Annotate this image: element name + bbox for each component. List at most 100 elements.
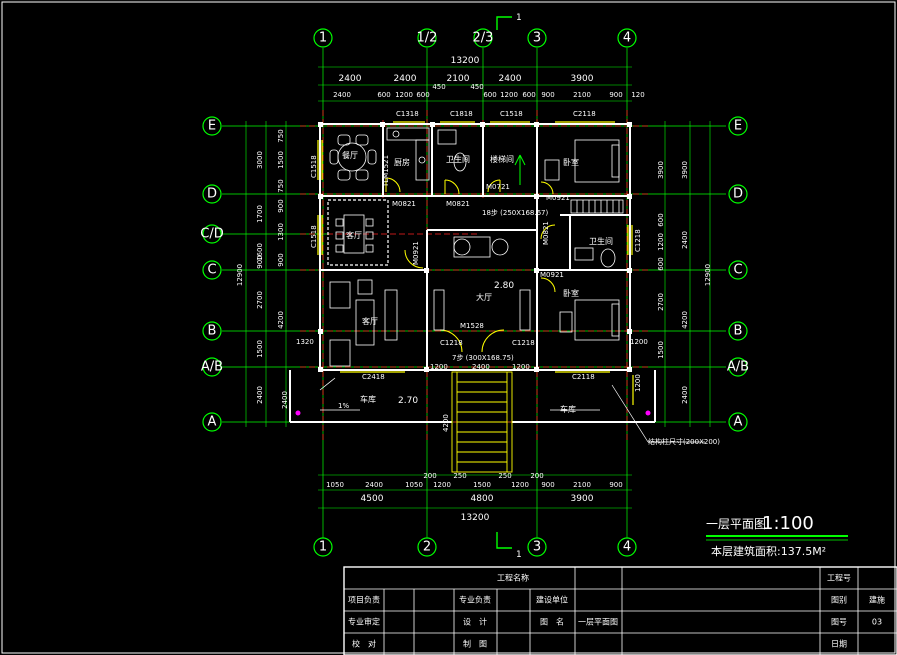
- axis-right-1-circle: [728, 184, 748, 204]
- axis-top-0: 1: [319, 31, 327, 46]
- level-1: 2.80: [494, 281, 514, 291]
- title-block-row2-9: 建施: [869, 595, 885, 605]
- stair-stairwell: [514, 154, 526, 185]
- axis-top-2-circle: [473, 28, 493, 48]
- dim-top-r2-8: 600: [522, 91, 535, 99]
- window-label-0: C1518: [310, 155, 318, 178]
- marker-left: [295, 410, 301, 416]
- dim-right-r2-4: 2700: [657, 293, 665, 311]
- axis-left-5-circle: [202, 357, 222, 377]
- hall-dim-2: 1200: [430, 363, 448, 371]
- column-markers: [318, 122, 632, 372]
- title-block: 工程名称工程号项目负责专业负责建设单位图别建施专业审定设 计图 名一层平面图图号…: [343, 566, 897, 655]
- axis-right-3-circle: [728, 321, 748, 341]
- hall-dim: 2400: [472, 363, 490, 371]
- axis-left-6-circle: [202, 412, 222, 432]
- dim-top-r2-1: 600: [377, 91, 390, 99]
- dim-left-r2-5: 900: [277, 253, 285, 266]
- room-label-4: 卧室: [563, 157, 579, 167]
- door-label-6: M0921: [412, 241, 420, 265]
- axis-top-2: 2/3: [473, 31, 494, 46]
- title-block-row4-8: 日期: [831, 640, 847, 649]
- dim-bot-r1-1: 4800: [471, 494, 494, 504]
- dim-left-r1-6: 2400: [256, 386, 264, 404]
- dim-bot-r2-0: 1050: [326, 481, 344, 489]
- room-label-8: 卫生间: [589, 236, 613, 246]
- door-label-4: M0921: [546, 194, 570, 202]
- axis-left-3-circle: [202, 260, 222, 280]
- window-label-10: C1218: [512, 339, 535, 347]
- axis-top-0-circle: [313, 28, 333, 48]
- dim-left-r1-4: 2700: [256, 291, 264, 309]
- title-block-row1-4: 工程名称: [497, 573, 529, 583]
- axis-right-5: A: [734, 415, 743, 430]
- axis-right-4: A/B: [727, 360, 749, 375]
- dim-left-r2-6: 4200: [277, 311, 285, 329]
- dim-left-r2-4: 1300: [277, 223, 285, 241]
- axis-right-1: D: [733, 187, 743, 202]
- dim-top-r2-0: 2400: [333, 91, 351, 99]
- dim-left-r2-1: 1500: [277, 151, 285, 169]
- dim-top-r2-10: 2100: [573, 91, 591, 99]
- dim-bot-small-1: 200: [530, 472, 543, 480]
- side-dim-2: 1200: [630, 338, 648, 346]
- dim-left-total: 12900: [236, 264, 244, 286]
- marker-right: [645, 410, 651, 416]
- drawing-title: 一层平面图: [706, 517, 766, 531]
- axis-bottom-1-circle: [417, 537, 437, 557]
- dim-bot-r1-0: 4500: [361, 494, 384, 504]
- window-label-8: C2418: [362, 373, 385, 381]
- dim-bot-r1-2: 3900: [571, 494, 594, 504]
- dim-top-r1-3: 2400: [499, 74, 522, 84]
- section-mark-top: 1: [516, 13, 522, 23]
- hall-dim-3: 1200: [512, 363, 530, 371]
- dim-top-r2-12: 120: [631, 91, 644, 99]
- dim-left-r1-1: 1700: [256, 205, 264, 223]
- axis-right-0-circle: [728, 116, 748, 136]
- axis-right-5-circle: [728, 412, 748, 432]
- dim-right-r2-3: 600: [657, 257, 665, 270]
- title-block-row2-0: 项目负责: [348, 595, 380, 605]
- dim-right-r1-0: 3900: [681, 161, 689, 179]
- window-label-2: C1318: [396, 110, 419, 118]
- door-label-0: TLM1521: [382, 155, 390, 188]
- dim-top-r1-0: 2400: [339, 74, 362, 84]
- axis-left-0-circle: [202, 116, 222, 136]
- title-block-row1-8: 工程号: [827, 574, 851, 583]
- window-label-3: C1818: [450, 110, 473, 118]
- axis-left-4-circle: [202, 321, 222, 341]
- door-label-3: M0721: [486, 183, 510, 191]
- room-label-0: 餐厅: [342, 151, 358, 160]
- slope-label: 1%: [338, 402, 349, 410]
- slope-arrows: [319, 377, 600, 411]
- axis-left-2: C/D: [200, 227, 223, 242]
- room-label-3: 楼梯间: [490, 154, 514, 164]
- axis-bottom-0-circle: [313, 537, 333, 557]
- dim-right-r2-5: 1500: [657, 341, 665, 359]
- side-dim: 1320: [296, 338, 314, 346]
- window-label-9: C2118: [572, 373, 595, 381]
- dim-left-r2-2: 750: [277, 179, 285, 192]
- annotation-text: 1 1 13200 2400 2400 2100 2400 3900 2400 …: [236, 13, 826, 560]
- door-label-2: M0821: [446, 200, 470, 208]
- stair-note: 18步 (250X168.67): [482, 209, 549, 217]
- title-block-row2-5: 建设单位: [536, 595, 568, 605]
- dim-top-r2-9: 900: [541, 91, 554, 99]
- dim-top-r2-11: 900: [609, 91, 622, 99]
- column-leader: [611, 384, 705, 443]
- axis-left-5: A/B: [201, 360, 223, 375]
- dim-bot-r2-10: 900: [609, 481, 622, 489]
- axis-top-1: 1/2: [417, 31, 438, 46]
- dim-bot-r2-1: 2400: [365, 481, 383, 489]
- dim-right-r2-1: 600: [657, 213, 665, 226]
- stair-note-2: 7步 (300X168.75): [452, 354, 514, 362]
- axis-top-3: 3: [533, 31, 541, 46]
- axis-left-6: A: [208, 415, 217, 430]
- dim-bot-r2-2: 1050: [405, 481, 423, 489]
- title-block-row4-3: 制 图: [463, 639, 487, 649]
- level-2: 2.70: [398, 396, 418, 406]
- axis-left-0: E: [208, 119, 216, 134]
- dim-top-r1-4: 3900: [571, 74, 594, 84]
- title-block-row3-6: 一层平面图: [578, 618, 618, 627]
